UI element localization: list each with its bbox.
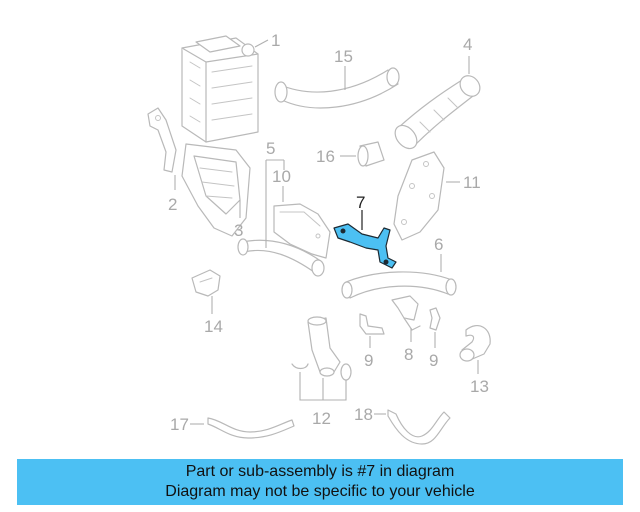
part-18-curved-hose — [387, 409, 451, 445]
part-1-intercooler — [181, 35, 259, 143]
callout-13: 13 — [470, 377, 489, 396]
callout-10: 10 — [272, 167, 291, 186]
callout-9-left: 9 — [364, 351, 373, 370]
callout-3: 3 — [234, 221, 243, 240]
callout-4: 4 — [463, 35, 472, 54]
part-16-coupling — [357, 141, 385, 167]
banner-line-2: Diagram may not be specific to your vehi… — [165, 483, 475, 500]
callout-12: 12 — [312, 409, 331, 428]
part-10-panel — [273, 203, 331, 259]
callout-15: 15 — [334, 47, 353, 66]
callout-2: 2 — [168, 195, 177, 214]
info-banner: Part or sub-assembly is #7 in diagram Di… — [17, 459, 623, 505]
callout-16: 16 — [316, 147, 335, 166]
part-6-hose — [341, 271, 457, 299]
part-17-long-hose — [207, 417, 295, 439]
callout-8: 8 — [404, 345, 413, 364]
part-12-pipe-assembly — [291, 316, 352, 381]
part-4-hose — [394, 75, 481, 150]
parts-diagram: 1 2 3 4 15 16 1 — [147, 31, 491, 445]
part-11-shield-plate — [393, 151, 445, 241]
callout-9-right: 9 — [429, 351, 438, 370]
callout-6: 6 — [434, 235, 443, 254]
callout-5: 5 — [266, 139, 275, 158]
part-14-clip — [191, 269, 221, 297]
part-7-bracket-highlighted — [333, 223, 397, 269]
callout-17: 17 — [170, 415, 189, 434]
callout-18: 18 — [354, 405, 373, 424]
part-8-bracket — [391, 295, 421, 331]
part-15-upper-hose — [274, 67, 400, 109]
part-2-bracket — [147, 107, 177, 173]
part-5-hose — [237, 238, 325, 277]
callout-14: 14 — [204, 317, 223, 336]
callout-7: 7 — [356, 193, 365, 212]
banner-line-1: Part or sub-assembly is #7 in diagram — [185, 463, 455, 480]
callout-11: 11 — [463, 173, 481, 192]
part-13-elbow-hose — [459, 325, 491, 362]
part-9-clip-left — [359, 313, 385, 335]
part-9-clip-right — [429, 307, 441, 331]
callout-1: 1 — [271, 31, 280, 50]
part-3-duct-housing — [181, 143, 251, 237]
